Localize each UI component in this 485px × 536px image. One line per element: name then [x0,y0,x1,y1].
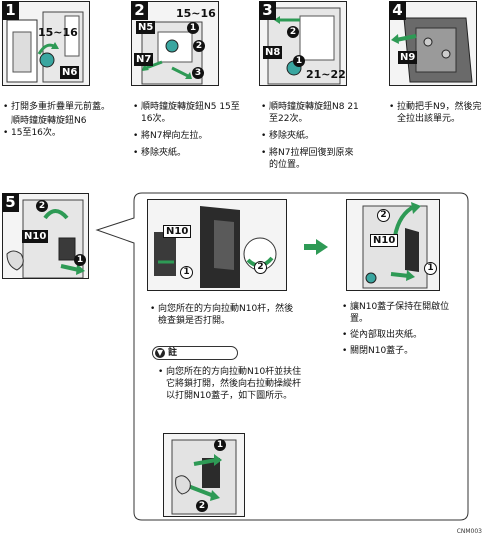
step5-right-text-2: 從內部取出夾紙。 [342,329,462,341]
step2-text-1: 順時鐘旋轉旋鈕N5 15至16次。 [133,101,245,125]
step5-next-arrow-icon [304,239,328,255]
step3-text-3: 將N7拉桿回復到原來的位置。 [261,147,361,171]
step1-range: 15~16 [38,26,78,39]
step4-text-1: 拉動把手N9，然後完全拉出該單元。 [389,101,483,125]
step5-number: 5 [2,193,19,212]
step2-range: 15~16 [176,7,216,20]
step2-marker-3: 3 [192,67,204,79]
step3-text-1: 順時鐘旋轉旋鈕N8 21至22次。 [261,101,361,125]
step1-number: 1 [2,1,19,20]
step5-left-instructions: 向您所在的方向拉動N10杆，然後檢查鎖是否打開。 [150,303,300,327]
step3-lever-tag: N8 [263,46,283,59]
step2-text-2: 將N7桿向左拉。 [133,130,245,142]
step5-lever-tag: N10 [22,230,49,243]
step2-marker-1: 1 [187,22,199,34]
note-label: 註 [168,348,178,358]
step1-text-3: 15至16次。 [3,127,111,139]
step4-instructions: 拉動把手N9，然後完全拉出該單元。 [389,101,483,125]
step1-instructions: 打開多重折疊單元前蓋。 順時鐘旋轉旋鈕N6 15至16次。 [3,101,111,139]
step1-text-1: 打開多重折疊單元前蓋。 [3,101,111,113]
step2-marker-2: 2 [193,40,205,52]
step2-instructions: 順時鐘旋轉旋鈕N5 15至16次。 將N7桿向左拉。 移除夾紙。 [133,101,245,159]
step2-lever-a-tag: N5 [136,21,156,34]
note-marker-2: 2 [196,500,208,512]
step5-left-marker-2: 2 [254,261,267,274]
step5-right-marker-2: 2 [377,209,390,222]
step5-right-text-1: 讓N10蓋子保持在開啟位置。 [342,301,462,325]
figure-code: CNM003 [456,528,482,535]
step3-instructions: 順時鐘旋轉旋鈕N8 21至22次。 移除夾紙。 將N7拉桿回復到原來的位置。 [261,101,361,171]
note-illustration [163,433,245,517]
step4-lever-tag: N9 [398,51,418,64]
note-heading: ▼ 註 [152,346,238,360]
step5-marker-2: 2 [36,200,48,212]
step2-text-3: 移除夾紙。 [133,147,245,159]
step5-right-lever-tag: N10 [370,234,399,247]
step5-left-text-1: 向您所在的方向拉動N10杆，然後檢查鎖是否打開。 [150,303,300,327]
step3-range: 21~22 [306,68,346,81]
step2-lever-b-tag: N7 [134,53,154,66]
step3-number: 3 [259,1,276,20]
note-text-body: 向您所在的方向拉動N10杆並扶住它將鎖打開，然後向右拉動操縱杆以打開N10蓋子，… [158,366,308,402]
note-text: 向您所在的方向拉動N10杆並扶住它將鎖打開，然後向右拉動操縱杆以打開N10蓋子，… [158,366,308,402]
step3-marker-2: 2 [287,26,299,38]
step5-marker-1: 1 [74,254,86,266]
note-down-arrow-icon: ▼ [155,348,165,358]
step2-number: 2 [131,1,148,20]
step1-lever-tag: N6 [60,66,80,79]
step5-left-lever-tag: N10 [163,225,192,238]
step5-right-marker-1: 1 [424,262,437,275]
step3-marker-1: 1 [293,55,305,67]
step1-text-2: 順時鐘旋轉旋鈕N6 [11,116,87,126]
step4-number: 4 [389,1,406,20]
step5-right-instructions: 讓N10蓋子保持在開啟位置。 從內部取出夾紙。 關閉N10蓋子。 [342,301,462,357]
step5-left-illustration [147,199,287,291]
step3-text-2: 移除夾紙。 [261,130,361,142]
step5-left-marker-1: 1 [180,266,193,279]
note-marker-1: 1 [214,439,226,451]
step5-right-text-3: 關閉N10蓋子。 [342,345,462,357]
